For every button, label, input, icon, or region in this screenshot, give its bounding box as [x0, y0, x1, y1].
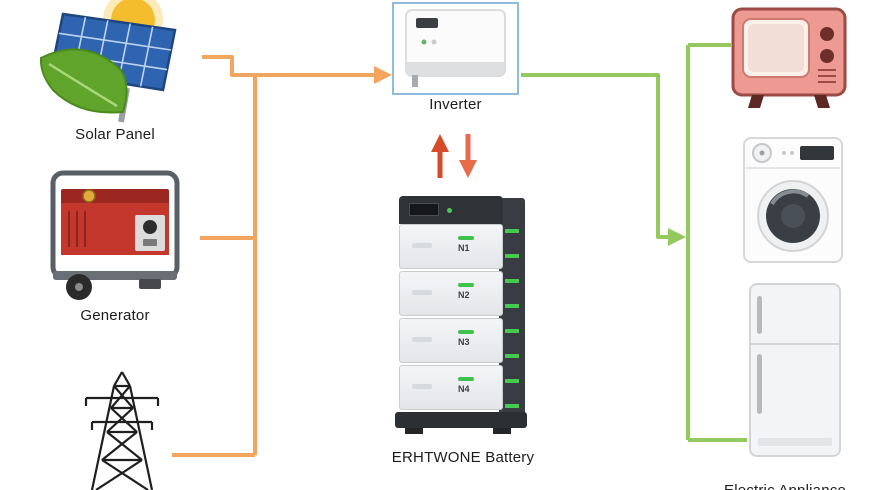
washer-display	[800, 146, 834, 160]
battery-rail-leds	[505, 208, 519, 420]
battery-led-indicator	[458, 236, 474, 240]
battery-handle	[412, 384, 432, 389]
green-arrowhead-icon	[668, 228, 686, 246]
battery-base	[395, 412, 527, 428]
battery-handle	[412, 290, 432, 295]
battery-stack-icon: N1 N2 N3 N4	[393, 192, 533, 434]
washing-machine-icon	[743, 137, 843, 263]
inverter-led	[421, 39, 427, 45]
generator-icon	[50, 170, 180, 300]
solar-panel-icon	[39, 0, 177, 123]
fridge-vent	[758, 438, 832, 446]
fridge-handle	[757, 354, 762, 414]
fridge-body	[749, 283, 841, 457]
tv-leg	[748, 95, 764, 108]
fuel-cap	[82, 189, 96, 203]
inverter-label: Inverter	[429, 96, 482, 113]
battery-led-indicator	[458, 330, 474, 334]
battery-foot	[493, 428, 511, 434]
battery-control-unit	[399, 196, 503, 224]
battery-module-label: N3	[458, 337, 470, 347]
down-arrow-icon	[459, 160, 477, 178]
tv-knob	[820, 49, 834, 63]
appliances-label: Electric Appliance	[705, 482, 865, 490]
battery-foot	[405, 428, 423, 434]
battery-module-label: N1	[458, 243, 470, 253]
battery-module: N3	[399, 318, 503, 363]
fridge-handle	[757, 296, 762, 334]
inverter-icon	[392, 2, 519, 95]
solar-to-inverter-line	[202, 55, 374, 77]
solar-panel-label: Solar Panel	[75, 126, 155, 143]
orange-arrowhead-icon	[374, 66, 392, 84]
generator-dial	[143, 220, 157, 234]
battery-side-rail	[499, 198, 525, 428]
battery-label: ERHTWONE Battery	[391, 449, 535, 466]
battery-module: N2	[399, 271, 503, 316]
battery-flow-arrows	[431, 134, 477, 178]
battery-module: N1	[399, 224, 503, 269]
battery-module: N4	[399, 365, 503, 410]
battery-handle	[412, 337, 432, 342]
transmission-tower-icon	[84, 371, 160, 490]
battery-status-led	[447, 208, 452, 213]
up-arrow-icon	[431, 134, 449, 152]
generator-label: Generator	[80, 307, 150, 324]
battery-led-indicator	[458, 377, 474, 381]
leaf-icon	[39, 48, 128, 114]
battery-module-label: N4	[458, 384, 470, 394]
tv-knob	[820, 27, 834, 41]
refrigerator-icon	[749, 283, 841, 457]
battery-module-label: N2	[458, 290, 470, 300]
tv-speaker-grill	[818, 69, 836, 83]
inverter-to-loads-line	[521, 73, 668, 239]
inverter-display	[416, 18, 438, 28]
inverter-antenna	[412, 75, 418, 87]
tv-icon	[731, 7, 847, 108]
tv-leg	[814, 95, 830, 108]
battery-handle	[412, 243, 432, 248]
battery-led-indicator	[458, 283, 474, 287]
battery-display	[409, 203, 439, 216]
